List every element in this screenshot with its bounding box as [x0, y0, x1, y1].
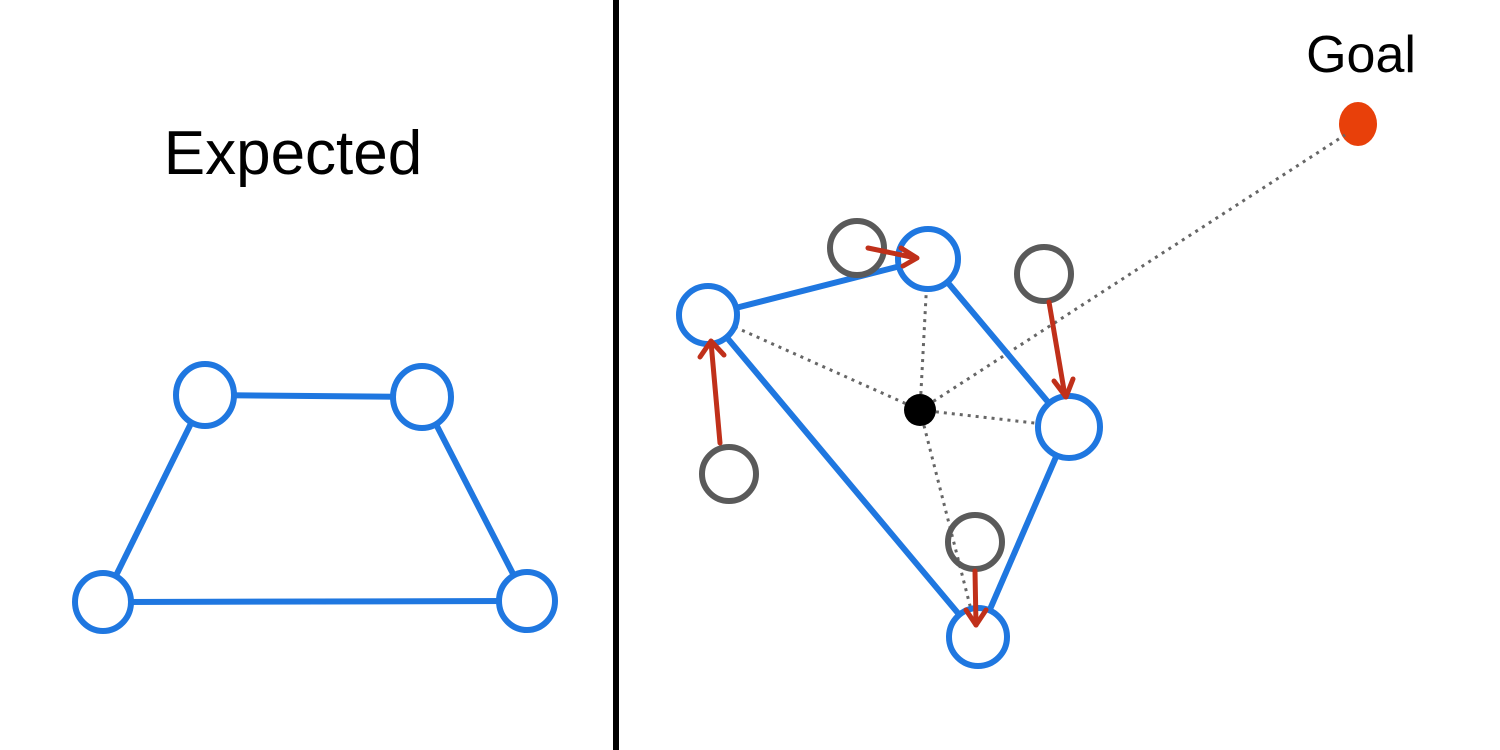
- actual-panel: Goal: [676, 26, 1416, 669]
- guide-lines: [707, 133, 1346, 638]
- actual-node-left: [676, 283, 740, 347]
- guide-line-to-left-node: [707, 313, 921, 412]
- actual-edge-right-bottom: [975, 425, 1072, 639]
- displacement-arrow-bottom: [963, 568, 989, 628]
- actual-node-right: [1035, 393, 1103, 461]
- displacement-arrows: [697, 245, 1076, 628]
- guide-line-to-top-node: [918, 258, 930, 411]
- expected-edges: [100, 392, 530, 605]
- expected-edge-bottom: [102, 598, 528, 605]
- goal-label: Goal: [1306, 26, 1416, 84]
- previous-node-top: [827, 218, 887, 278]
- actual-node-top: [895, 226, 961, 292]
- guide-line-to-goal: [919, 133, 1346, 412]
- previous-node-left: [699, 444, 759, 504]
- expected-node-top-right: [390, 363, 454, 431]
- expected-title: Expected: [164, 119, 423, 188]
- expected-node-bottom-right: [496, 569, 558, 633]
- previous-nodes: [699, 218, 1074, 572]
- expected-edge-right: [419, 395, 530, 603]
- displacement-arrow-left: [697, 338, 727, 446]
- actual-edges: [705, 256, 1072, 639]
- expected-edge-top: [204, 392, 423, 400]
- previous-node-bottom: [945, 512, 1005, 572]
- expected-node-top-left: [173, 361, 237, 429]
- expected-edge-left: [100, 393, 208, 604]
- actual-edge-top-right: [925, 257, 1072, 429]
- expected-node-bottom-left: [72, 570, 134, 634]
- previous-node-right: [1014, 244, 1074, 304]
- actual-nodes: [676, 226, 1103, 669]
- expected-panel: Expected: [72, 119, 558, 634]
- actual-edge-left-top: [707, 256, 929, 318]
- centroid-dot: [904, 394, 936, 426]
- goal-dot: [1339, 102, 1377, 146]
- displacement-arrow-top: [865, 245, 920, 269]
- expected-nodes: [72, 361, 558, 634]
- actual-edge-bottom-left: [705, 313, 981, 639]
- displacement-arrow-right: [1046, 299, 1076, 400]
- guide-line-to-right-node: [919, 408, 1070, 429]
